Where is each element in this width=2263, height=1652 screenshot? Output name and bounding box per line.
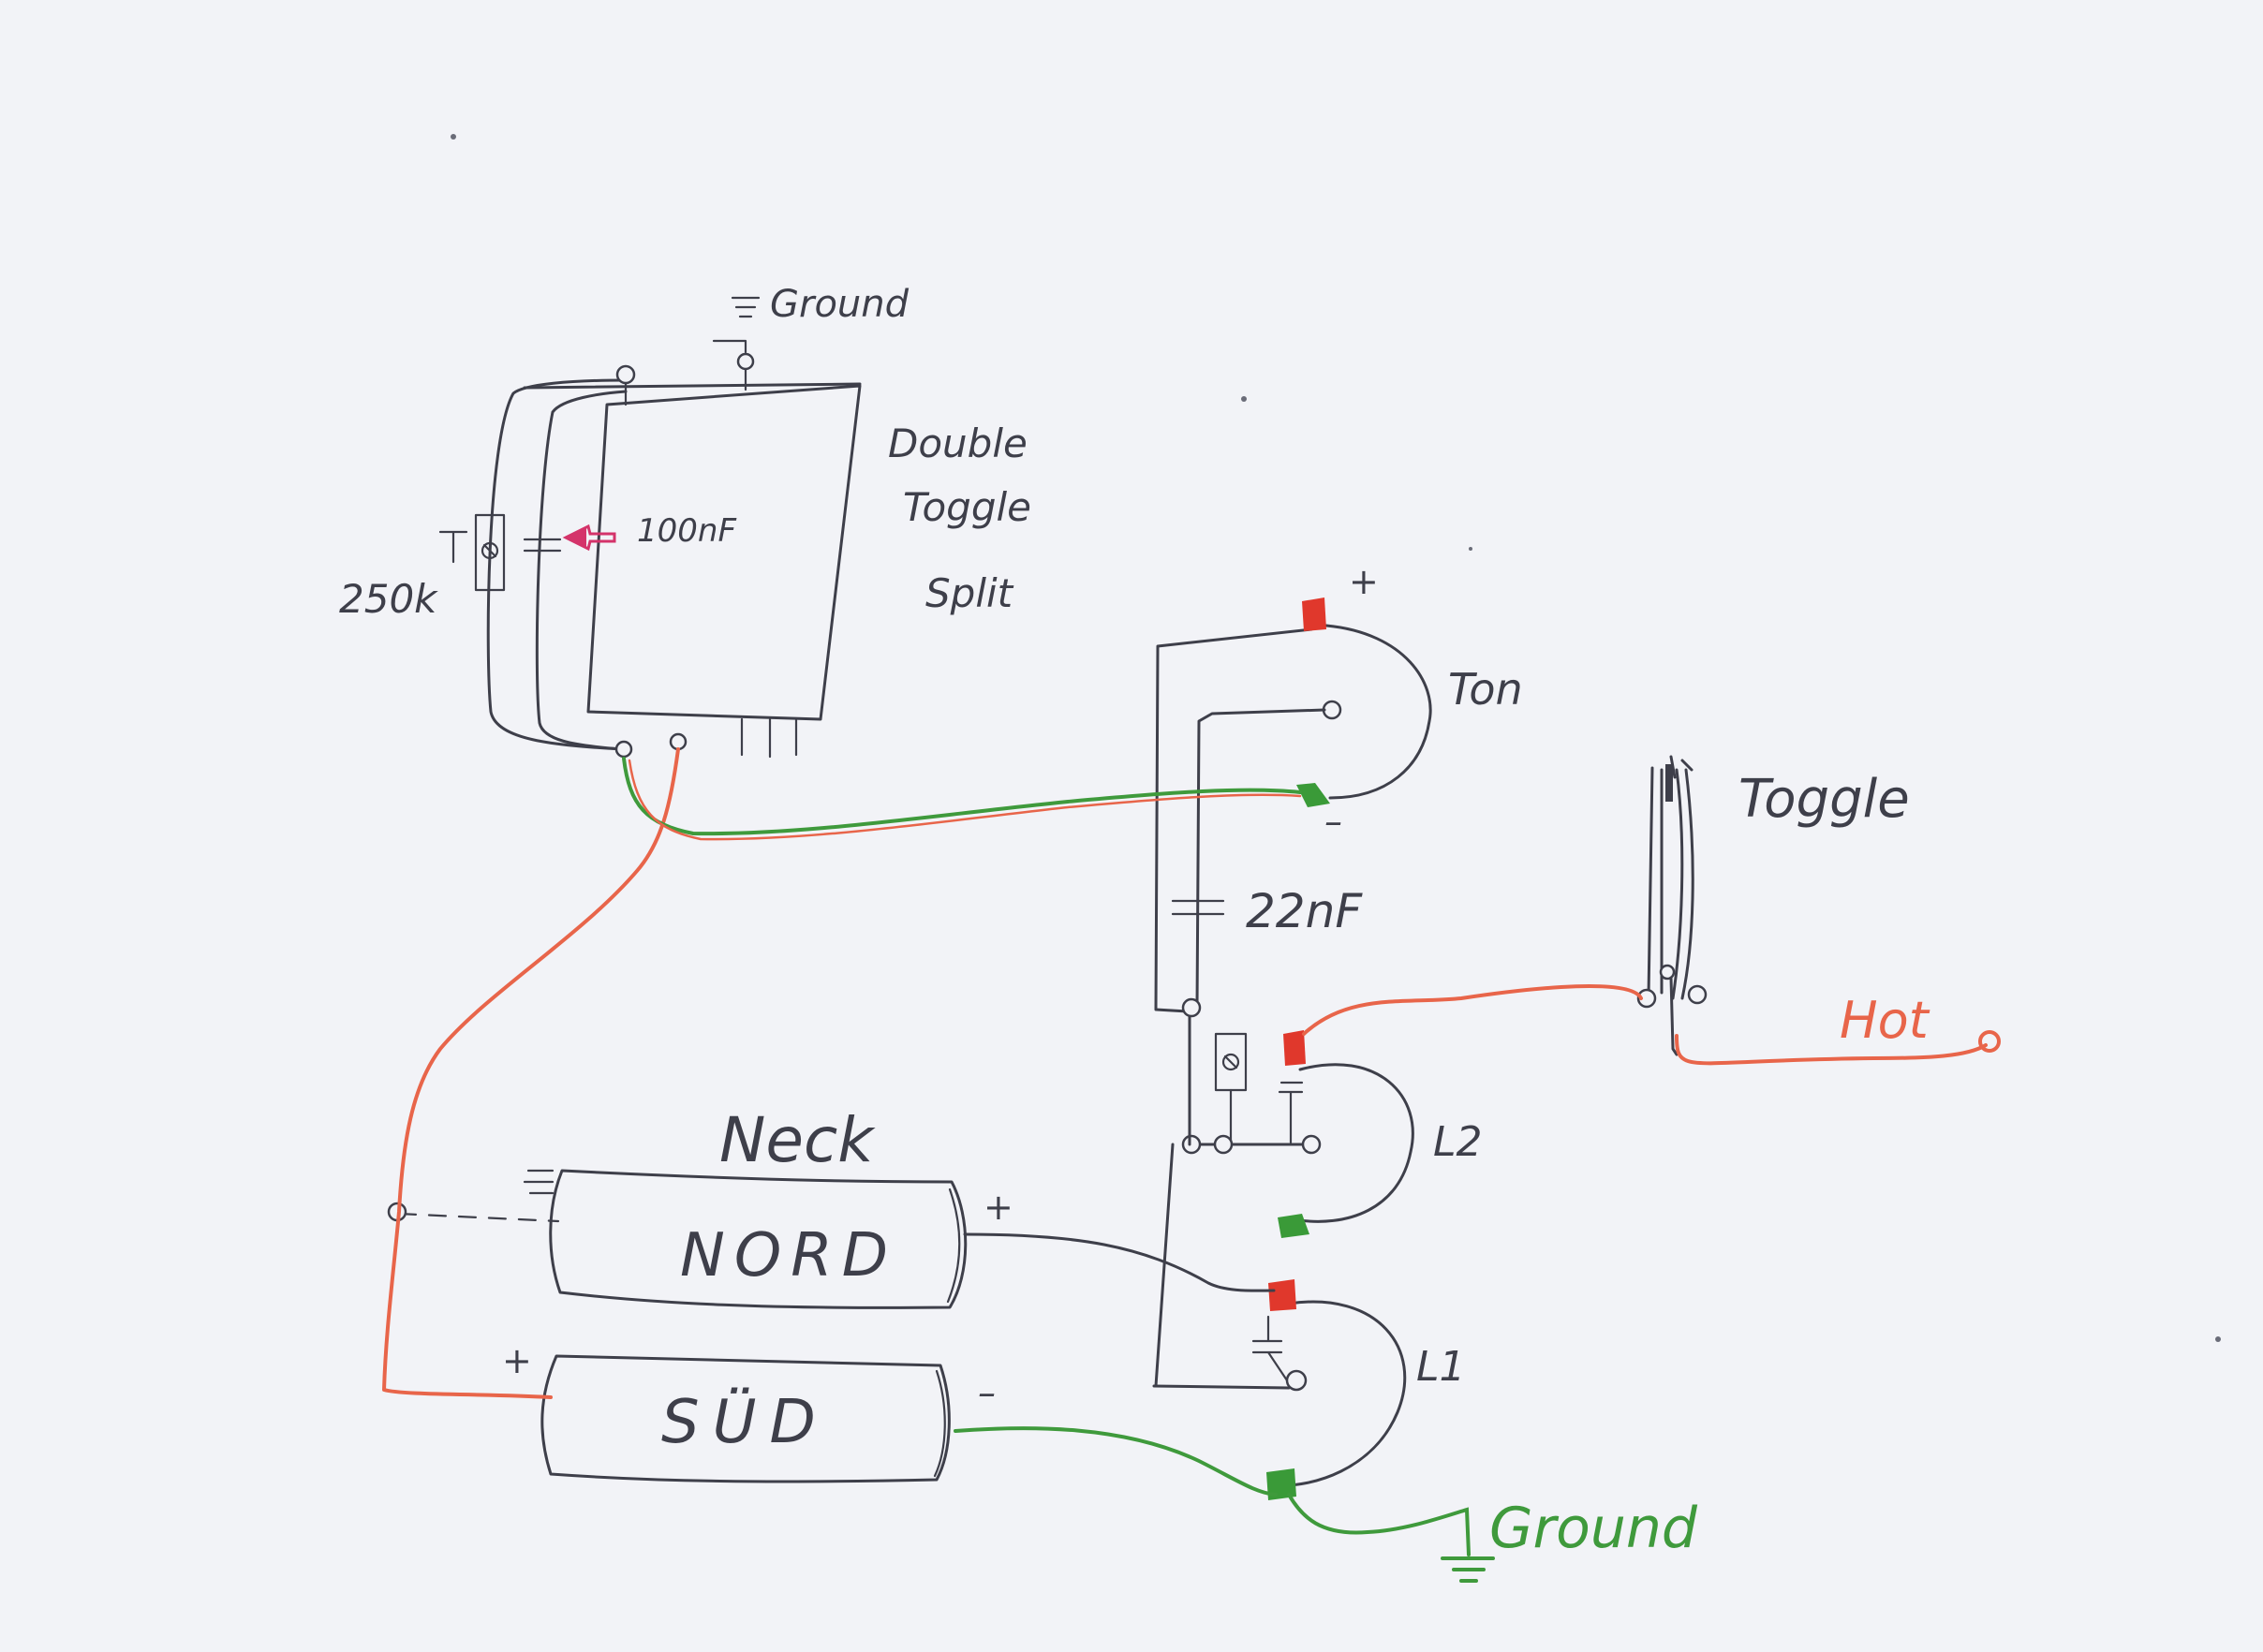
switch-body <box>586 384 862 721</box>
l1-minus-marker <box>1266 1468 1296 1500</box>
hot-output-wire <box>1675 1034 1988 1066</box>
trim-pot-250k <box>474 513 506 592</box>
toggle-split-label: Toggle <box>903 484 1031 530</box>
double-toggle-split-switch <box>438 296 862 759</box>
l2-wiper-lug <box>1301 1134 1322 1155</box>
sud-coil-body <box>540 1354 951 1483</box>
top-bus-wire <box>523 382 862 390</box>
outer-loop-wire <box>486 378 628 751</box>
nord-plus-wire <box>963 1232 1276 1292</box>
paper-speck <box>1469 547 1472 551</box>
trim-pot-wiper <box>481 541 499 560</box>
neck-pickup-nord <box>549 1169 968 1309</box>
sud-plus-label: + <box>502 1340 532 1381</box>
toggle-lever-left <box>1647 766 1664 998</box>
tone-plus-label: + <box>1349 561 1379 602</box>
l1-arc <box>1276 1300 1407 1487</box>
ground-lead <box>712 339 747 354</box>
toggle-terminal-1 <box>1636 988 1657 1009</box>
split-label: Split <box>925 570 1014 616</box>
hot-output-terminal <box>1978 1030 2001 1053</box>
tone-outer-wire <box>1154 627 1313 1013</box>
bridge-pickup-sud <box>540 1354 951 1483</box>
switch-terminal-ground <box>736 352 755 371</box>
pink-arrow-icon <box>562 524 616 552</box>
neck-label: Neck <box>719 1104 876 1176</box>
nord-label: NORD <box>680 1221 897 1291</box>
tone-pot-arc <box>1324 624 1432 800</box>
volume-pot-l2 <box>1181 1030 1414 1238</box>
nord-coil-body <box>549 1169 968 1309</box>
switch-terminal-top-left <box>615 364 636 385</box>
volume-pot-l1 <box>1152 1279 1407 1500</box>
paper-speck <box>451 134 456 140</box>
sud-minus-label: – <box>978 1372 996 1413</box>
l2-node-left <box>1181 1134 1202 1155</box>
l2-label: L2 <box>1433 1118 1483 1166</box>
capacitor-100nf <box>523 538 562 553</box>
switch-lugs <box>740 717 798 759</box>
tone-label: Ton <box>1448 664 1523 715</box>
toggle-to-l2-red-wire <box>1302 984 1643 1036</box>
ground-symbol-top <box>731 296 761 318</box>
pot-250k-label: 250k <box>339 576 438 622</box>
hot-label: Hot <box>1840 991 1930 1050</box>
toggle-blade-icon <box>1665 764 1673 802</box>
trim-pot-T-mark <box>438 530 468 564</box>
switch-terminal-bottom-1 <box>614 740 633 759</box>
tone-minus-label: – <box>1324 801 1342 842</box>
l2-capacitor <box>1278 1081 1304 1144</box>
bus-node-top <box>1181 997 1202 1018</box>
ground-label-top: Ground <box>770 283 910 326</box>
tone-plus-marker <box>1302 597 1326 631</box>
ground-green-wire <box>1287 1493 1471 1556</box>
sud-minus-green-wire <box>954 1426 1278 1497</box>
nord-plus-label: + <box>984 1187 1013 1228</box>
toggle-lever-right <box>1671 768 1694 1000</box>
l2-node-mid <box>1213 1134 1234 1155</box>
switch-to-tone-red-wire <box>628 759 1302 841</box>
inner-loop-wire <box>535 390 628 751</box>
tone-pot-wiper-lug <box>1322 700 1342 720</box>
tone-pot <box>1154 597 1432 1013</box>
tone-wiper-wire <box>1195 708 1326 1010</box>
nord-dashed-lead <box>397 1212 560 1223</box>
capacitor-22nf <box>1171 899 1225 916</box>
l2-arc <box>1291 1063 1414 1223</box>
toggle-hot-stem <box>1669 976 1679 1056</box>
switch-terminal-bottom-2 <box>669 732 688 751</box>
toggle-terminal-2 <box>1659 964 1676 981</box>
double-label: Double <box>888 420 1028 466</box>
switch-to-sud-red-wire <box>382 747 680 1399</box>
cap-22nf-label: 22nF <box>1246 884 1363 938</box>
toggle-label: Toggle <box>1738 769 1910 830</box>
l1-capacitor <box>1251 1315 1289 1382</box>
l1-plus-marker <box>1268 1279 1296 1311</box>
toggle-terminal-3 <box>1687 984 1708 1005</box>
ground-label-bottom: Ground <box>1489 1496 1698 1561</box>
bus-wire-lower <box>1154 1143 1175 1388</box>
three-way-toggle <box>1636 755 1708 1056</box>
l2-minus-marker <box>1278 1214 1309 1238</box>
l2-plus-marker <box>1283 1030 1306 1066</box>
sud-label: SÜD <box>661 1387 829 1457</box>
l1-wiper-lug <box>1285 1369 1308 1392</box>
paper-speck <box>2215 1336 2221 1342</box>
ground-symbol-bottom <box>1441 1556 1495 1583</box>
tone-minus-marker <box>1296 783 1330 807</box>
nord-ground-symbol <box>523 1169 555 1195</box>
cap-100nf-label: 100nF <box>637 512 736 550</box>
l1-wiper-wire <box>1152 1384 1291 1390</box>
paper-speck <box>1241 396 1247 402</box>
l1-label: L1 <box>1416 1343 1466 1391</box>
